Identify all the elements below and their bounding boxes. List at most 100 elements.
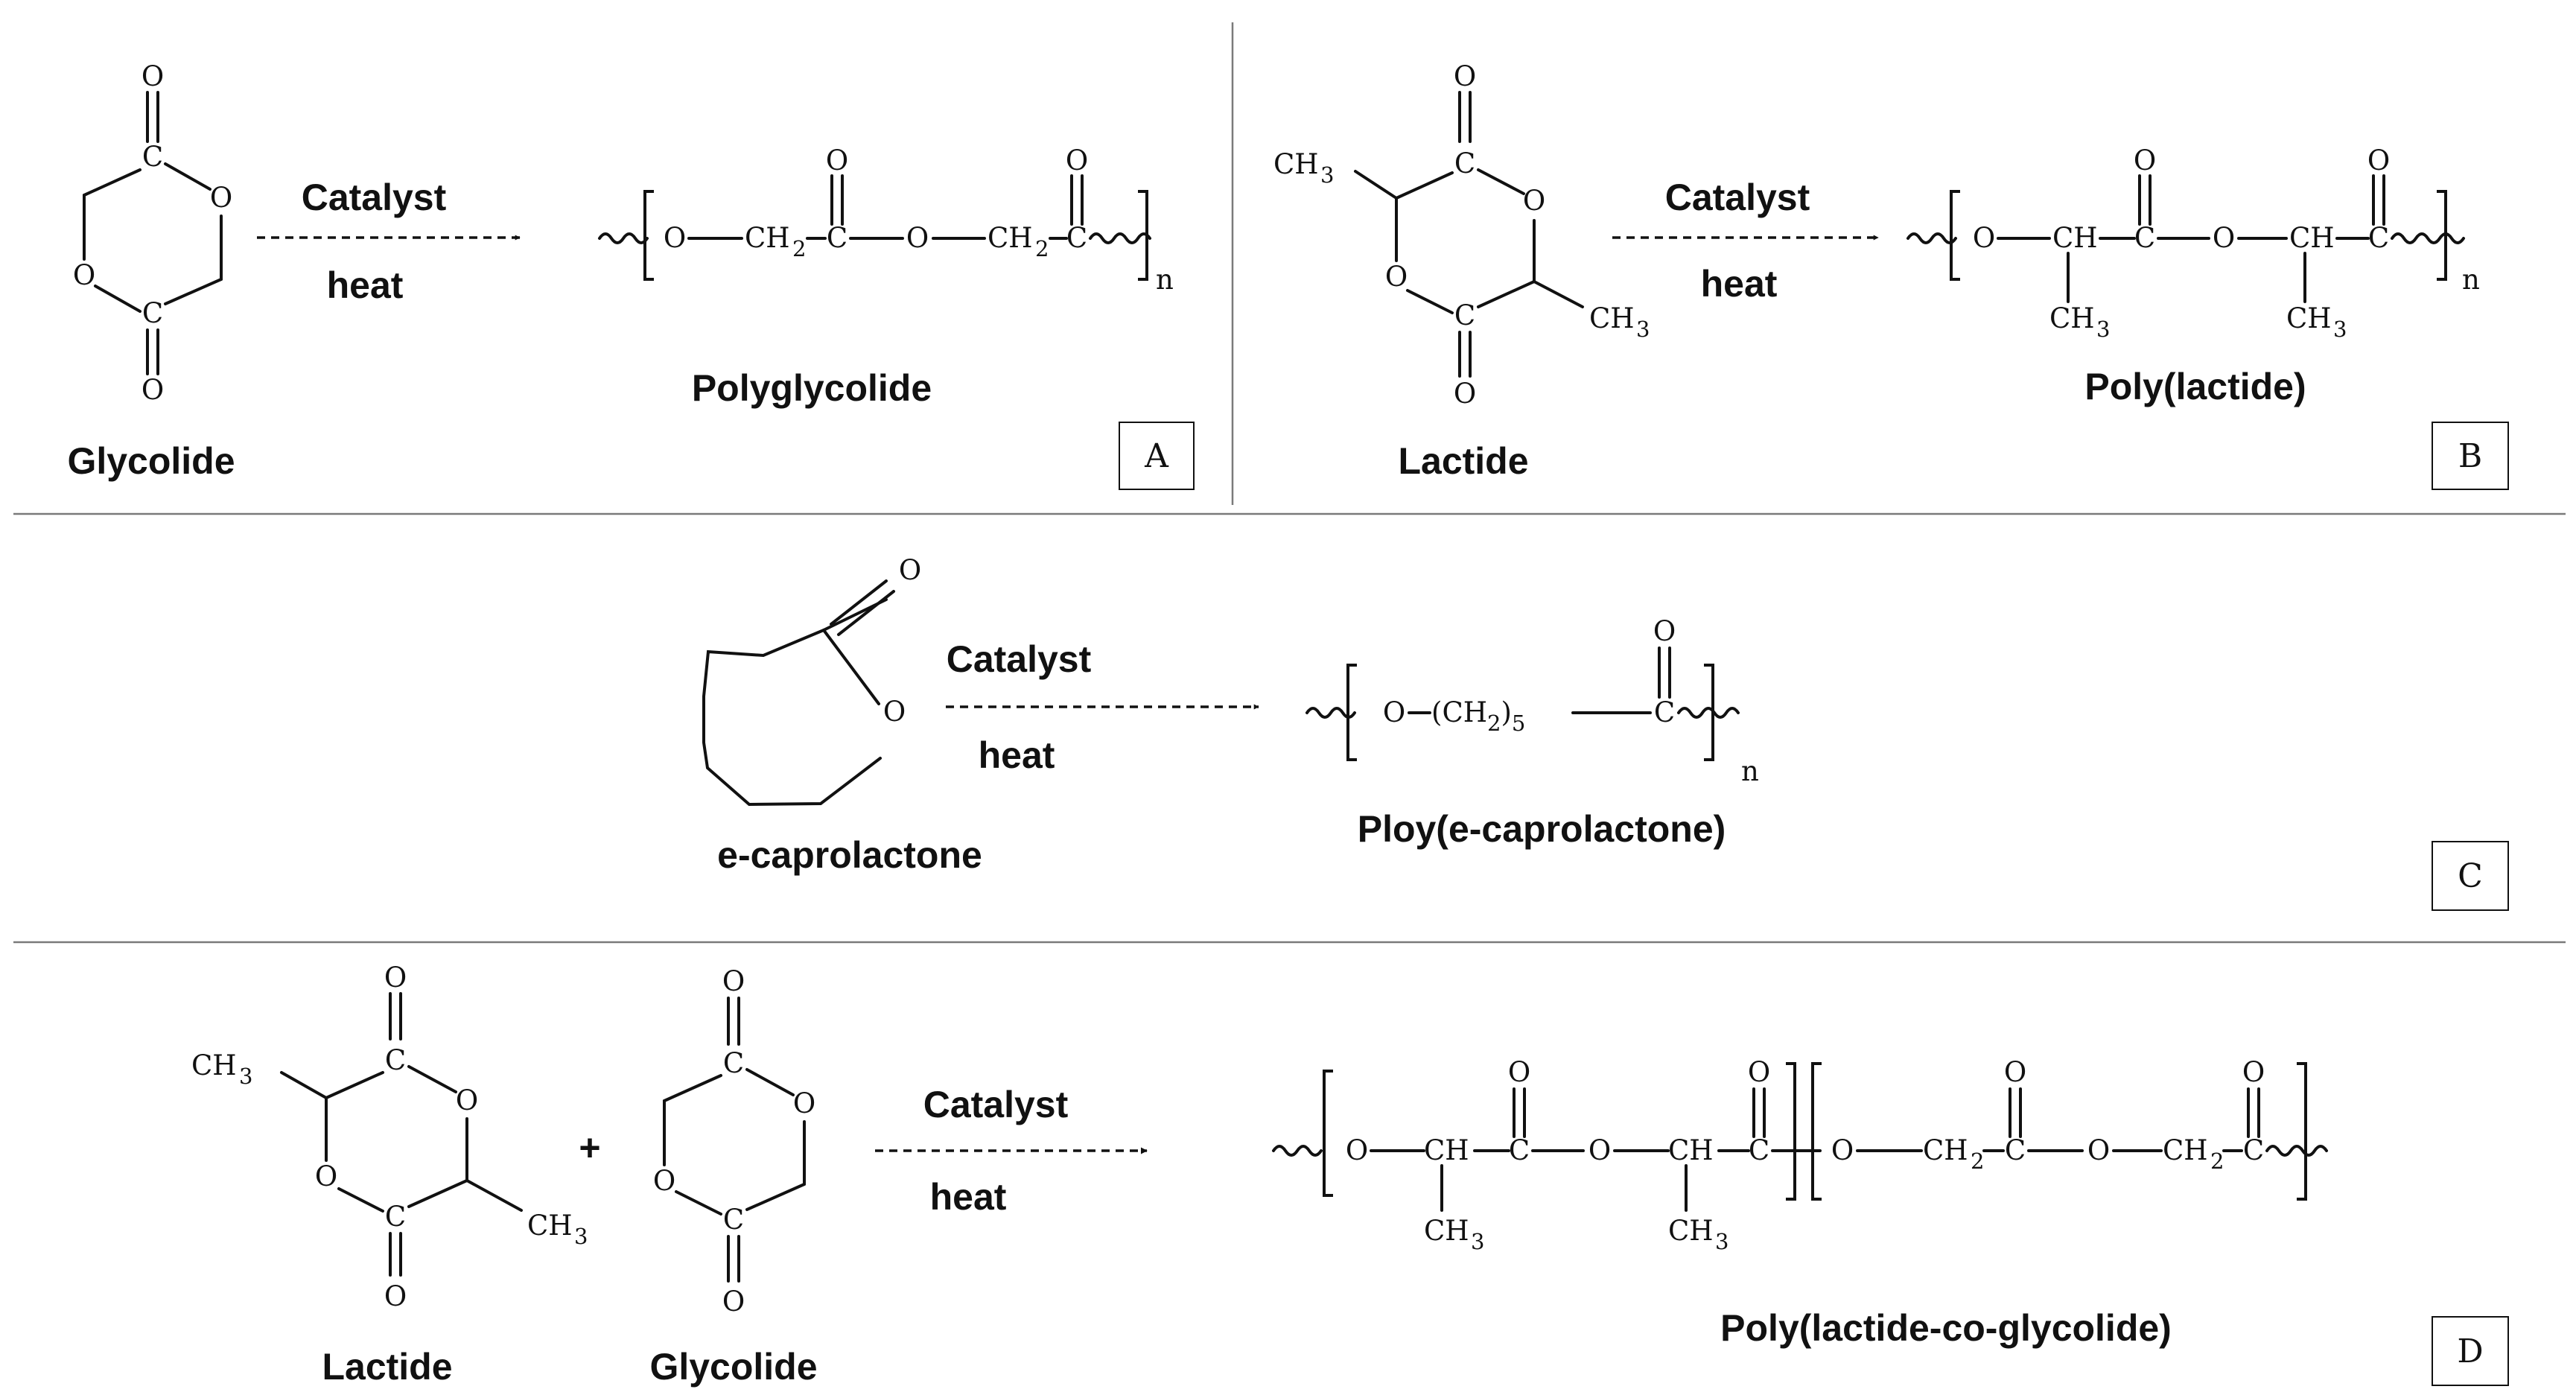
chem-label: n xyxy=(2462,264,2480,296)
reactant-label-d2: Glycolide xyxy=(649,1346,817,1388)
panel-b: O C O C O O CH 3 CH 3 Lactide Catalyst h xyxy=(1273,60,2509,490)
lactide-structure-d: O C O C O O CH 3 CH 3 xyxy=(191,962,588,1312)
chem-label: CH xyxy=(2049,302,2095,334)
condition-label-b: heat xyxy=(1701,263,1778,305)
chem-label: O xyxy=(2213,222,2235,254)
chem-label: O xyxy=(2134,144,2156,177)
chem-label: n xyxy=(1741,755,1759,787)
chem-label: O xyxy=(883,696,906,728)
chem-label: C xyxy=(385,1044,406,1076)
panel-tag-box-c xyxy=(2432,841,2509,911)
reactant-label-d1: Lactide xyxy=(322,1346,452,1388)
panel-tag-box-a xyxy=(1119,422,1195,490)
chem-label: O xyxy=(722,1286,745,1318)
chem-bond xyxy=(94,285,141,313)
chem-label: O xyxy=(793,1087,815,1119)
atom-o: O xyxy=(73,259,95,291)
chem-label: C xyxy=(827,222,847,254)
chem-label: C xyxy=(1749,1134,1769,1166)
chem-label: CH xyxy=(745,222,790,254)
chem-bond xyxy=(2265,1145,2328,1157)
atom-o: O xyxy=(210,182,232,214)
reactant-label-c: e-caprolactone xyxy=(717,834,982,876)
chem-bond xyxy=(702,629,882,807)
panel-tag-c: C xyxy=(2458,857,2483,895)
chem-bond xyxy=(830,579,888,626)
chem-label: CH xyxy=(527,1210,573,1242)
chem-label: CH xyxy=(2052,222,2098,254)
chem-bond xyxy=(164,162,212,191)
chem-label: O xyxy=(384,1280,407,1312)
polylactide-structure: O CH CH 3 C O O CH CH 3 C O n xyxy=(1906,144,2480,342)
chem-bond xyxy=(1704,664,1714,761)
chem-bond xyxy=(280,1071,328,1099)
panel-tag-box-b xyxy=(2432,422,2509,490)
chem-label: C xyxy=(1654,696,1675,728)
chem-label: O xyxy=(1066,144,1088,177)
lactide-structure-b: O C O C O O CH 3 CH 3 xyxy=(1273,60,1650,410)
chem-label: 2 xyxy=(1487,711,1501,736)
chem-label: C xyxy=(1454,299,1475,331)
product-label-c: Ploy(e-caprolactone) xyxy=(1358,808,1726,850)
chem-label: CH xyxy=(2286,302,2332,334)
chem-bond xyxy=(2437,190,2447,281)
chem-label: O xyxy=(1454,378,1476,410)
chem-bond xyxy=(1395,171,1454,200)
catalyst-label-b: Catalyst xyxy=(1665,177,1810,218)
product-label-b: Poly(lactide) xyxy=(2084,366,2306,407)
chem-label: 2 xyxy=(1971,1148,1984,1174)
chem-label: 3 xyxy=(574,1224,588,1249)
chem-label: CH xyxy=(2289,222,2335,254)
panel-tag-d: D xyxy=(2457,1332,2483,1370)
ch2-group: (CH2)5 xyxy=(1431,696,1525,736)
chem-label: O xyxy=(2367,144,2390,177)
glycolide-structure-a: O C O C O O xyxy=(73,60,232,406)
atom-o: O xyxy=(141,374,164,406)
chem-bond xyxy=(2297,1062,2307,1201)
chem-bond xyxy=(675,1190,722,1216)
chem-label: O xyxy=(384,962,407,994)
chem-label: C xyxy=(723,1204,744,1236)
chem-label: C xyxy=(723,1047,744,1079)
chem-label: CH xyxy=(1442,696,1487,728)
chem-label: 3 xyxy=(239,1064,252,1089)
chem-bond xyxy=(1272,1145,1323,1157)
chem-label: 3 xyxy=(2096,317,2110,342)
plga-structure: O CH CH 3 C O O CH CH 3 C O O xyxy=(1272,1056,2328,1254)
panel-a: O C O C O O Glycolide Catalyst heat O C xyxy=(67,60,1195,490)
chem-label: 2 xyxy=(2210,1148,2224,1174)
caprolactone-structure: O O xyxy=(702,554,921,807)
chem-label: CH xyxy=(1668,1134,1714,1166)
chem-label: O xyxy=(1653,615,1676,647)
chem-bond xyxy=(1406,289,1454,314)
atom-c: C xyxy=(142,297,163,329)
chem-bond xyxy=(83,168,141,197)
atom-c: C xyxy=(142,141,163,173)
panel-tag-b: B xyxy=(2458,437,2482,475)
glycolide-structure-d: O C O C O O xyxy=(653,965,815,1318)
chem-bond xyxy=(465,1179,523,1212)
chem-label: C xyxy=(2243,1134,2264,1166)
chem-bond xyxy=(1089,232,1151,244)
chem-label: 3 xyxy=(1715,1229,1729,1254)
reactant-label-a: Glycolide xyxy=(67,440,235,482)
polycaprolactone-structure: O (CH2)5 C O n xyxy=(1306,615,1759,787)
chem-label: O xyxy=(1973,222,1995,254)
chem-label: O xyxy=(826,144,848,177)
chem-label: CH xyxy=(191,1049,237,1081)
chem-label: n xyxy=(1156,264,1174,296)
reactant-label-b: Lactide xyxy=(1398,440,1528,482)
chem-bond xyxy=(663,1074,722,1102)
chem-label: O xyxy=(664,222,686,254)
chem-label: O xyxy=(1454,60,1476,92)
chem-bond xyxy=(1477,168,1525,195)
chem-label: 3 xyxy=(1320,162,1334,188)
chem-label: 3 xyxy=(1636,317,1650,342)
plus-sign: + xyxy=(579,1127,600,1169)
panel-c: O O e-caprolactone Catalyst heat O (CH2)… xyxy=(702,554,2509,911)
chem-label: O xyxy=(1831,1134,1854,1166)
chem-label: O xyxy=(1523,185,1545,217)
chem-label: C xyxy=(1454,147,1475,179)
chem-label: CH xyxy=(2163,1134,2208,1166)
